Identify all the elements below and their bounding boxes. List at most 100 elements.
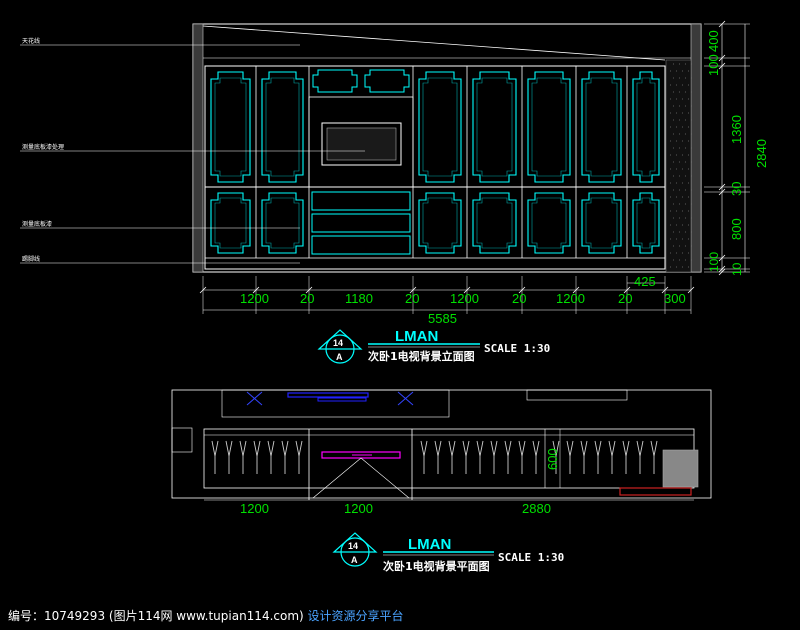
dim-20-a: 20	[300, 291, 314, 306]
dim-100-top: 100	[706, 54, 721, 76]
dim-ticks-right	[704, 20, 750, 276]
hanger	[608, 440, 616, 474]
hanger	[636, 440, 644, 474]
dim-1200-c: 1200	[556, 291, 585, 306]
column-dot	[684, 175, 686, 177]
hanger	[532, 440, 540, 474]
column-dot	[687, 266, 689, 268]
column-dot	[678, 63, 680, 65]
column-dot	[678, 147, 680, 149]
hanger	[448, 440, 456, 474]
column-dot	[687, 168, 689, 170]
dim-10: 10	[730, 262, 744, 276]
hanger	[622, 440, 630, 474]
dim-20-c: 20	[512, 291, 526, 306]
plan-cabinet-run	[203, 428, 695, 489]
upper-door-panel	[581, 71, 622, 183]
drawer-1	[311, 191, 411, 211]
plan-dim-2880: 2880	[522, 501, 551, 516]
lower-door-panel-inner	[585, 197, 618, 249]
column-dot	[681, 182, 683, 184]
column-dot	[675, 182, 677, 184]
column-dot	[672, 231, 674, 233]
plan-badge-sheet: A	[351, 555, 358, 565]
column-dot	[675, 154, 677, 156]
dim-slash-right	[718, 62, 726, 70]
column-dot	[687, 238, 689, 240]
column-dot	[669, 196, 671, 198]
column-dot	[690, 203, 692, 205]
column-dot	[681, 252, 683, 254]
upper-door-panel-inner	[422, 77, 458, 177]
ceiling-slope-line	[202, 25, 666, 61]
left-wall-hatch	[192, 23, 204, 273]
column-dot	[672, 217, 674, 219]
column-dot	[684, 147, 686, 149]
cabinet-frame	[204, 65, 666, 270]
tv-outline	[321, 122, 402, 166]
plan-bed-area	[221, 389, 450, 418]
hanger	[281, 440, 289, 474]
dim-slash-right	[718, 188, 726, 196]
lower-door-panel-inner	[476, 197, 513, 249]
dim-1360: 1360	[729, 115, 744, 144]
column-dot	[675, 210, 677, 212]
column-dot	[669, 252, 671, 254]
elevation-view: 天花线 测量底板漆处理 测量底板漆 踢脚线 1200 20 1180 20 12…	[20, 20, 769, 364]
hanger	[211, 440, 219, 474]
lower-door-panel	[418, 192, 462, 254]
column-dot	[669, 140, 671, 142]
column-dot	[687, 140, 689, 142]
column-dot	[684, 189, 686, 191]
column-dot	[669, 84, 671, 86]
column-dot	[678, 105, 680, 107]
dim-slash	[463, 286, 471, 294]
hanger	[420, 440, 428, 474]
hanger	[434, 440, 442, 474]
column-dot	[669, 210, 671, 212]
plan-brand-label: LMAN	[408, 536, 451, 553]
hanger	[267, 440, 275, 474]
lower-door-panel-inner	[422, 197, 458, 249]
column-dot	[675, 196, 677, 198]
drawer-2	[311, 213, 411, 233]
plan-outline	[171, 389, 712, 499]
column-dot	[687, 70, 689, 72]
hanger	[566, 440, 574, 474]
column-dot	[687, 84, 689, 86]
plan-title: 次卧1电视背景平面图	[383, 559, 490, 573]
column-dot	[690, 259, 692, 261]
column-dot	[672, 119, 674, 121]
dim-1200-a: 1200	[240, 291, 269, 306]
column-dot	[687, 154, 689, 156]
column-dot	[675, 70, 677, 72]
column-dot	[678, 161, 680, 163]
upper-door-panel	[418, 71, 462, 183]
dim-slash	[305, 286, 313, 294]
leader-label-2: 测量底板漆处理	[22, 143, 64, 151]
column-dot	[669, 70, 671, 72]
plan-dim-1200-a: 1200	[240, 501, 269, 516]
leader-label-1: 天花线	[22, 37, 40, 45]
column-dot	[669, 224, 671, 226]
column-dot	[690, 91, 692, 93]
column-dot	[684, 63, 686, 65]
upper-door-panel-inner	[636, 77, 656, 177]
column-dot	[669, 112, 671, 114]
dim-slash	[572, 286, 580, 294]
column-dot	[690, 217, 692, 219]
dim-slash-right	[718, 254, 726, 262]
watermark-footer: 编号：10749293 (图片114网 www.tupian114.com) 设…	[8, 607, 404, 624]
column-dot	[687, 126, 689, 128]
column-dot	[681, 140, 683, 142]
lower-door-panel	[581, 192, 622, 254]
column-dot	[681, 168, 683, 170]
column-dot	[669, 266, 671, 268]
column-dot	[669, 98, 671, 100]
column-dot	[675, 238, 677, 240]
upper-door-panel-inner	[531, 77, 567, 177]
footer-link[interactable]: 设计资源分享平台	[307, 609, 404, 623]
column-dot	[669, 154, 671, 156]
dim-slash	[623, 286, 631, 294]
plan-window	[526, 389, 628, 401]
